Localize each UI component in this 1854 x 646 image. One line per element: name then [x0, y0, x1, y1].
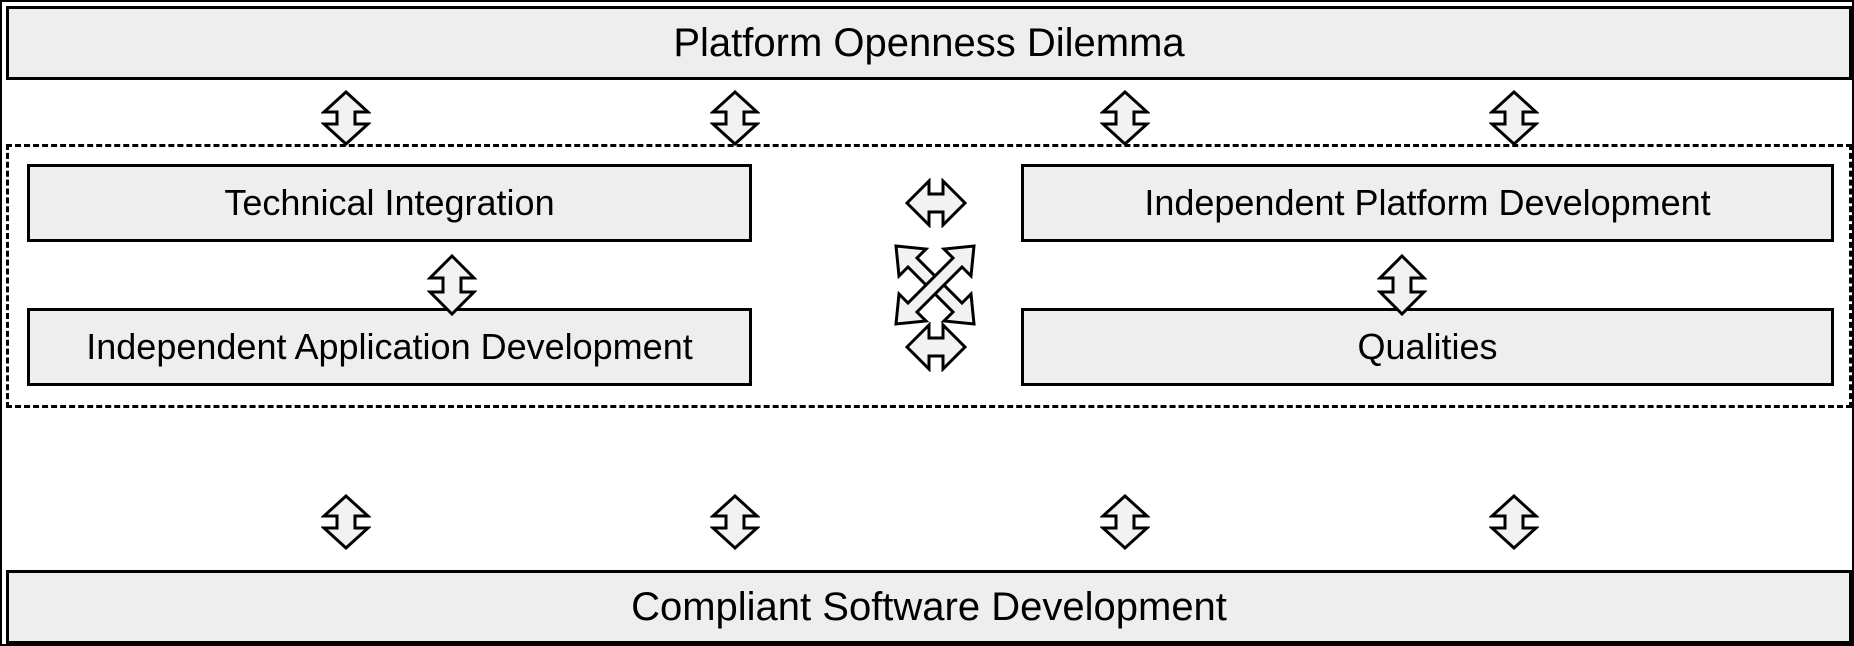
top-banner-platform-openness-dilemma[interactable]: Platform Openness Dilemma [6, 6, 1852, 80]
double-arrow-vertical-icon-top-2 [710, 90, 760, 146]
box-qualities[interactable]: Qualities [1021, 308, 1834, 386]
box-independent-application-development[interactable]: Independent Application Development [27, 308, 752, 386]
double-arrow-horizontal-icon-bottom [905, 322, 967, 372]
box-independent-platform-development[interactable]: Independent Platform Development [1021, 164, 1834, 242]
double-arrow-vertical-icon-bottom-4 [1489, 494, 1539, 550]
top-banner-label: Platform Openness Dilemma [673, 21, 1185, 65]
bottom-banner-label: Compliant Software Development [631, 585, 1227, 629]
double-arrow-horizontal-icon-top [905, 178, 967, 228]
double-arrow-vertical-icon-bottom-1 [321, 494, 371, 550]
double-arrow-vertical-icon-top-4 [1489, 90, 1539, 146]
box-independent-application-development-label: Independent Application Development [86, 326, 693, 368]
box-technical-integration-label: Technical Integration [224, 182, 555, 224]
double-arrow-vertical-icon-bottom-2 [710, 494, 760, 550]
double-arrow-vertical-icon-top-1 [321, 90, 371, 146]
double-arrow-vertical-icon-bottom-3 [1100, 494, 1150, 550]
double-arrow-vertical-icon-inner-right [1377, 254, 1427, 316]
double-arrow-vertical-icon-inner-left [427, 254, 477, 316]
dashed-group-container [6, 144, 1852, 408]
double-arrow-vertical-icon-top-3 [1100, 90, 1150, 146]
box-qualities-label: Qualities [1357, 326, 1498, 368]
box-independent-platform-development-label: Independent Platform Development [1144, 182, 1711, 224]
bottom-banner-compliant-software-development[interactable]: Compliant Software Development [6, 570, 1852, 644]
box-technical-integration[interactable]: Technical Integration [27, 164, 752, 242]
crossed-double-arrow-icon [892, 242, 978, 328]
